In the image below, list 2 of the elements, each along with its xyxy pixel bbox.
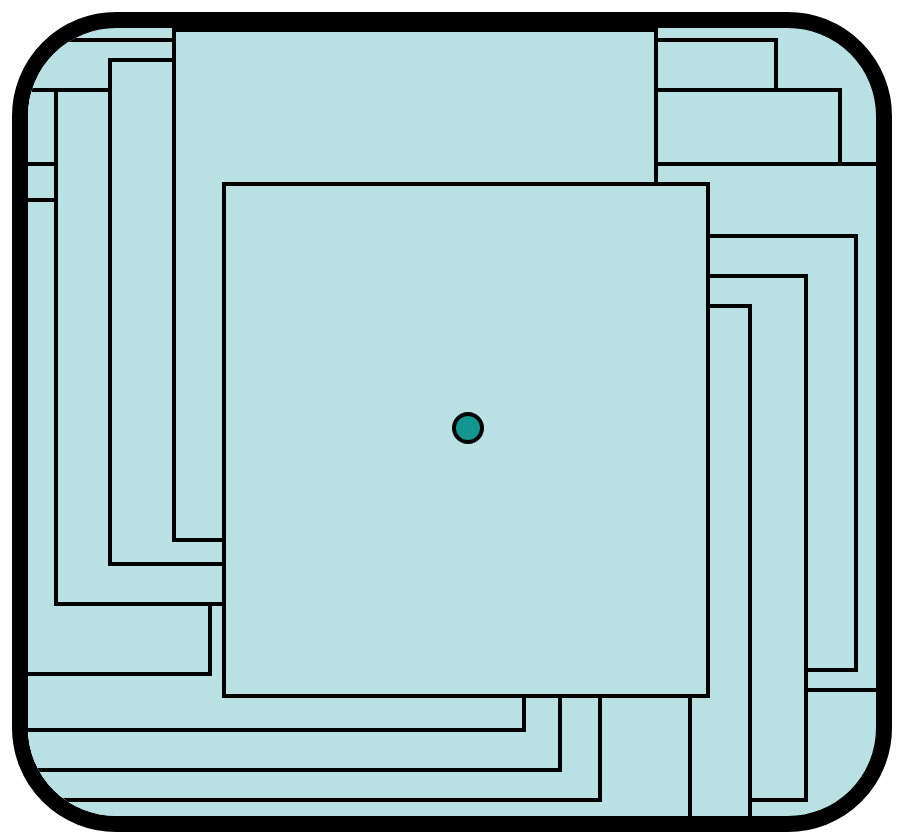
square	[222, 182, 710, 698]
dot	[452, 412, 484, 444]
